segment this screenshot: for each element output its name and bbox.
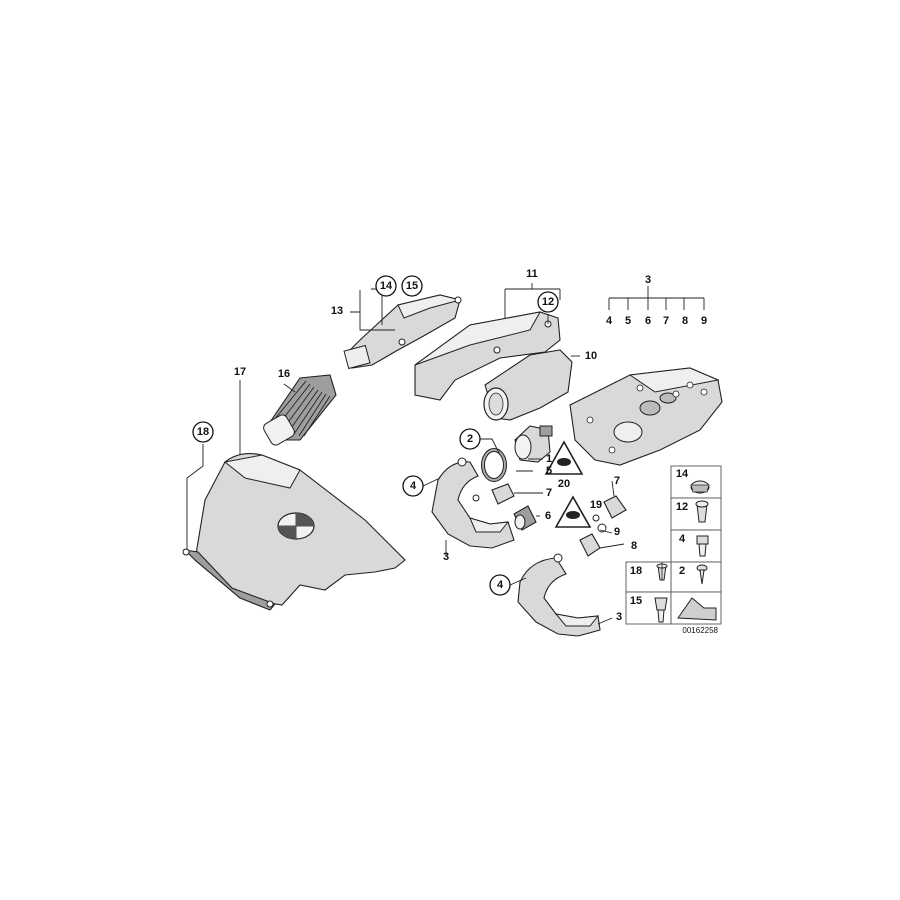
bellows-16[interactable] (262, 374, 337, 447)
svg-text:12: 12 (676, 501, 688, 513)
set-3-member: 8 (682, 315, 688, 327)
callout-1[interactable]: 1 (546, 453, 552, 465)
svg-text:20: 20 (558, 478, 570, 490)
warning-label-19-icon (554, 495, 592, 528)
svg-text:1: 1 (546, 453, 552, 465)
callout-3-lower[interactable]: 3 (616, 611, 622, 623)
callout-10[interactable]: 10 (585, 350, 597, 362)
svg-text:4: 4 (679, 533, 686, 545)
valve-8[interactable] (579, 514, 607, 557)
svg-text:11: 11 (526, 268, 538, 280)
svg-text:19: 19 (590, 499, 602, 511)
legend-item-14[interactable]: 14 (676, 468, 710, 494)
svg-text:14: 14 (676, 468, 689, 480)
svg-text:4: 4 (410, 480, 417, 492)
callout-9[interactable]: 9 (614, 526, 620, 538)
generic-part-arrow-icon (677, 597, 717, 621)
set-3-breakdown: 3 4 5 6 7 8 9 (606, 274, 707, 327)
callout-8[interactable]: 8 (631, 540, 637, 552)
legend-item-4[interactable]: 4 (679, 533, 709, 557)
callout-20[interactable]: 20 (558, 478, 570, 490)
set-3-member: 9 (701, 315, 707, 327)
callout-11[interactable]: 11 (526, 268, 538, 280)
svg-text:14: 14 (380, 280, 393, 292)
svg-text:17: 17 (234, 366, 246, 378)
svg-text:10: 10 (585, 350, 597, 362)
callout-17[interactable]: 17 (234, 366, 246, 378)
set-3-member: 6 (645, 315, 651, 327)
callout-4-upper[interactable]: 4 (402, 475, 424, 497)
svg-text:13: 13 (331, 305, 343, 317)
connector-7-right[interactable] (603, 495, 627, 519)
intake-silencer-11[interactable] (414, 311, 573, 421)
air-mass-meter-1[interactable] (514, 425, 553, 463)
callout-5[interactable]: 5 (546, 465, 552, 477)
svg-text:5: 5 (546, 465, 552, 477)
air-duct-13[interactable] (343, 294, 462, 370)
legend-item-18[interactable]: 18 (630, 562, 668, 581)
svg-text:3: 3 (443, 551, 449, 563)
set-3-head: 3 (645, 274, 651, 286)
callout-7-left[interactable]: 7 (546, 487, 552, 499)
intake-hose-3-upper[interactable] (431, 457, 515, 549)
seal-ring-5[interactable] (481, 448, 507, 482)
callout-7-right[interactable]: 7 (614, 475, 620, 487)
connector-7-left[interactable] (491, 483, 515, 505)
svg-text:2: 2 (467, 433, 473, 445)
legend-item-2[interactable]: 2 (679, 564, 708, 585)
fastener-legend: 14 12 4 2 18 15 (625, 465, 722, 635)
warning-label-20-icon (544, 440, 584, 475)
svg-text:6: 6 (545, 510, 551, 522)
svg-text:18: 18 (630, 565, 642, 577)
set-3-member: 7 (663, 315, 669, 327)
svg-text:2: 2 (679, 565, 685, 577)
callout-16[interactable]: 16 (278, 368, 290, 380)
cylinder-head-cover (569, 367, 723, 466)
diagram-ref-number: 00162258 (682, 626, 718, 635)
callout-19[interactable]: 19 (590, 499, 602, 511)
svg-text:18: 18 (197, 426, 209, 438)
callout-6[interactable]: 6 (545, 510, 551, 522)
set-3-member: 4 (606, 315, 613, 327)
svg-text:12: 12 (542, 296, 554, 308)
svg-text:4: 4 (497, 579, 504, 591)
callout-13[interactable]: 13 (331, 305, 343, 317)
callout-14[interactable]: 14 (375, 275, 397, 297)
callout-4-lower[interactable]: 4 (489, 574, 511, 596)
svg-text:16: 16 (278, 368, 290, 380)
legend-item-12[interactable]: 12 (676, 500, 709, 523)
svg-text:7: 7 (546, 487, 552, 499)
intake-hose-3-lower[interactable] (517, 553, 601, 637)
callout-3-upper[interactable]: 3 (443, 551, 449, 563)
callout-18[interactable]: 18 (192, 421, 214, 443)
svg-text:8: 8 (631, 540, 637, 552)
svg-text:15: 15 (406, 280, 418, 292)
svg-text:15: 15 (630, 595, 642, 607)
engine-cover-17[interactable] (182, 453, 406, 611)
svg-text:9: 9 (614, 526, 620, 538)
svg-text:7: 7 (614, 475, 620, 487)
callout-15[interactable]: 15 (401, 275, 423, 297)
callout-12[interactable]: 12 (537, 291, 559, 313)
damper-6[interactable] (513, 505, 537, 531)
callout-2[interactable]: 2 (459, 428, 481, 450)
set-3-member: 5 (625, 315, 631, 327)
svg-text:3: 3 (616, 611, 622, 623)
legend-item-15[interactable]: 15 (630, 595, 668, 623)
